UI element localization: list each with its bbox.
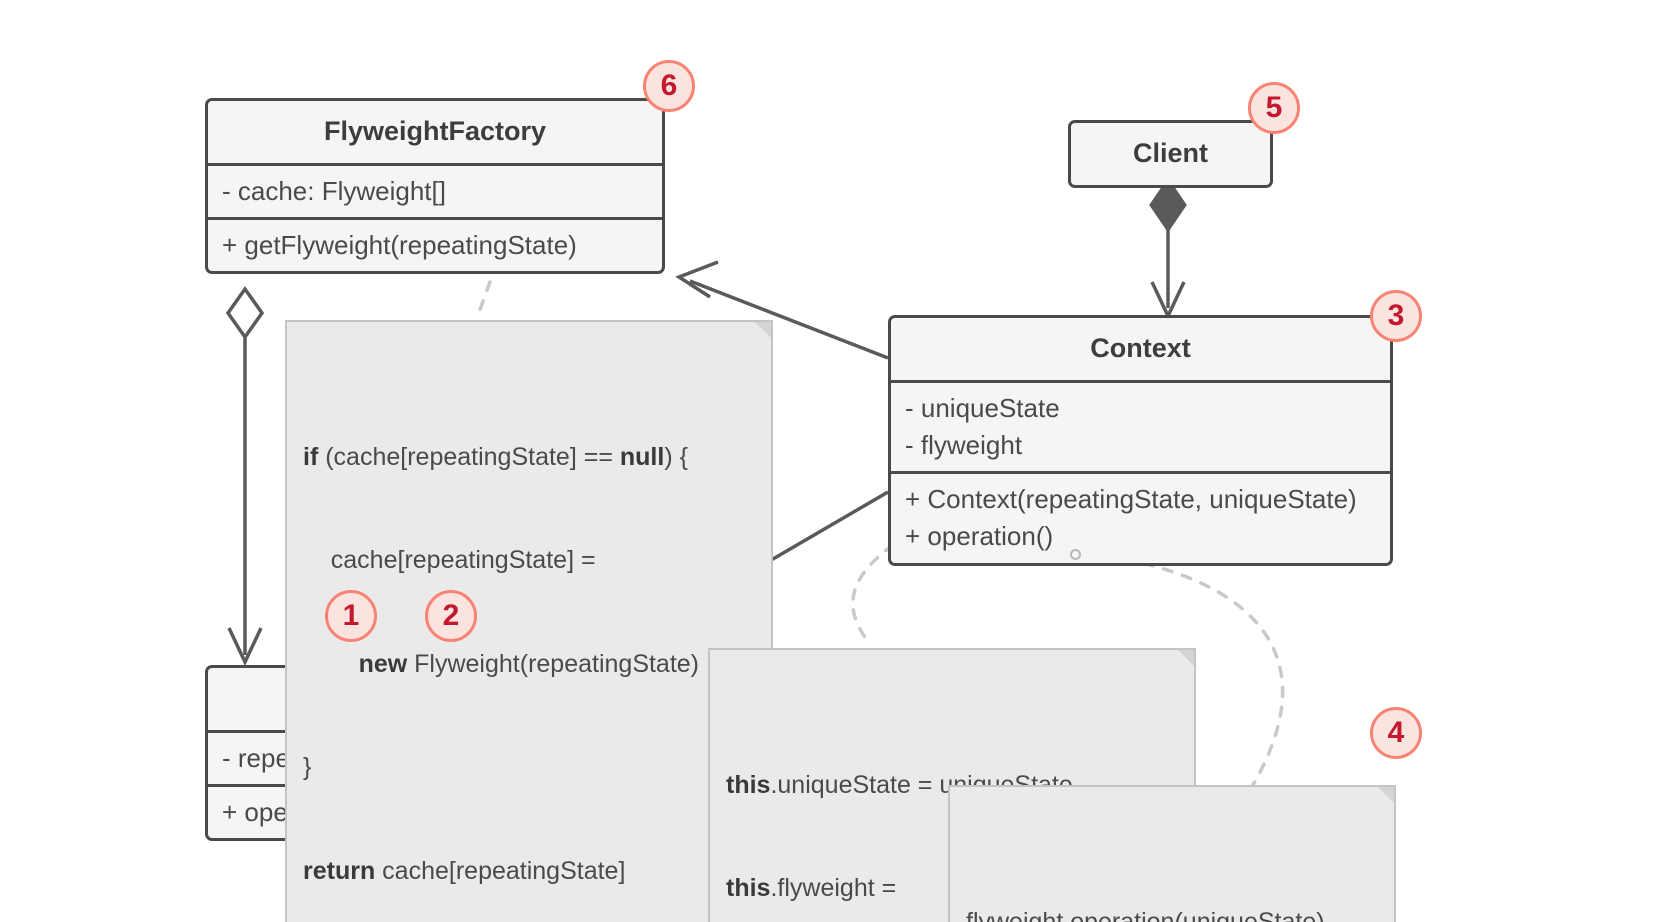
note-anchor-dot-icon (1070, 549, 1081, 560)
class-field: - cache: Flyweight[] (208, 162, 662, 217)
note-factory-code: if (cache[repeatingState] == null) { cac… (285, 320, 773, 922)
class-field: - flyweight (905, 429, 1023, 460)
class-field: - uniqueState (905, 392, 1060, 423)
badge-3[interactable]: 3 (1370, 290, 1422, 342)
note-context-operation: flyweight.operation(uniqueState) (948, 785, 1396, 922)
note-line: new Flyweight(repeatingState) (358, 649, 700, 678)
note-line: } (303, 753, 312, 781)
class-methods-compartment: + Context(repeatingState, uniqueState) +… (891, 471, 1390, 563)
class-title: Client (1132, 138, 1208, 168)
note-line: if (cache[repeatingState] == null) { (303, 442, 688, 471)
note-line: return cache[repeatingState] (303, 856, 626, 885)
class-method: + operation() (891, 518, 1390, 562)
aggregation-diamond (225, 285, 265, 341)
badge-6[interactable]: 6 (643, 60, 695, 112)
class-title: FlyweightFactory (323, 116, 547, 146)
note-line: cache[repeatingState] = (303, 546, 596, 574)
note-link-factory (475, 280, 492, 320)
class-method: + getFlyweight(repeatingState) (208, 216, 662, 271)
note-fold-icon (1178, 650, 1194, 666)
class-method-label: + operation() (905, 521, 1054, 552)
class-title: Context (1090, 333, 1191, 363)
class-client[interactable]: Client (1068, 120, 1273, 188)
class-context[interactable]: Context - uniqueState - flyweight + Cont… (888, 315, 1393, 566)
open-arrowhead (227, 627, 263, 667)
note-line: this.uniqueState = uniqueState (726, 770, 1073, 799)
note-fold-icon (755, 322, 771, 338)
class-flyweight-factory[interactable]: FlyweightFactory - cache: Flyweight[] + … (205, 98, 665, 275)
edge-client-to-context (1149, 177, 1187, 321)
edge-factory-to-flyweight (225, 285, 265, 667)
note-fold-icon (1378, 787, 1394, 803)
class-method: + Context(repeatingState, uniqueState) (905, 484, 1357, 515)
open-arrowhead (675, 260, 719, 299)
class-fields-compartment: - uniqueState - flyweight (891, 379, 1390, 472)
badge-4[interactable]: 4 (1370, 707, 1422, 759)
open-arrowhead (1150, 281, 1186, 321)
badge-1[interactable]: 1 (325, 590, 377, 642)
badge-5[interactable]: 5 (1248, 82, 1300, 134)
note-line: flyweight.operation(uniqueState) (966, 907, 1325, 922)
badge-2[interactable]: 2 (425, 590, 477, 642)
note-line: this.flyweight = (726, 874, 897, 902)
note-link-context-ctor (851, 543, 895, 642)
